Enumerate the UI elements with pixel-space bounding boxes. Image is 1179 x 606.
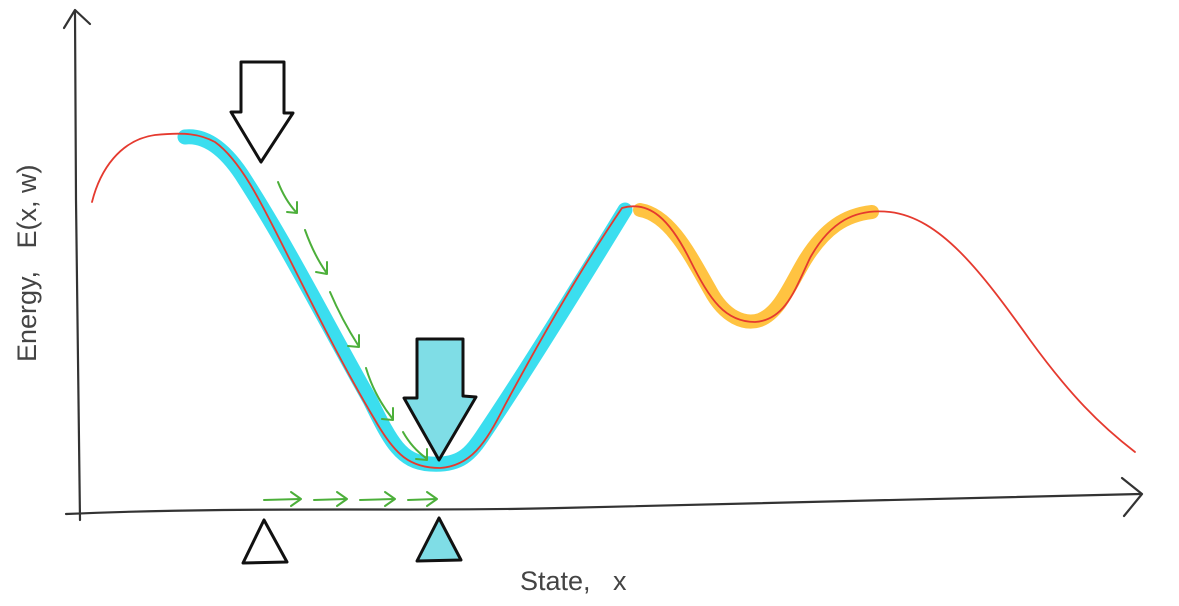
descent-path-arrows (277, 181, 428, 461)
local-basin-highlight (633, 203, 879, 329)
small-right-arrow-icon (313, 491, 348, 507)
small-right-arrow-icon (402, 431, 428, 461)
hollow-down-arrow-icon (229, 60, 295, 164)
small-right-arrow-icon (304, 229, 328, 275)
hollow-triangle-icon (241, 518, 289, 565)
small-right-arrow-icon (365, 367, 394, 421)
filled-triangle-icon (415, 516, 463, 563)
small-right-arrow-icon (263, 491, 302, 507)
global-basin-highlight (177, 129, 633, 472)
state-descent-arrows (263, 491, 438, 507)
filled-down-arrow-icon (402, 337, 478, 462)
small-right-arrow-icon (407, 491, 438, 507)
y-axis-label: Energy, E(x, w) (12, 164, 42, 362)
y-axis-arrowhead-icon (62, 8, 92, 30)
small-right-arrow-icon (277, 181, 298, 214)
x-axis (64, 492, 1142, 516)
energy-curve (91, 132, 1136, 469)
small-right-arrow-icon (329, 291, 360, 348)
x-axis-label: State, x (520, 566, 627, 596)
small-right-arrow-icon (359, 491, 396, 507)
y-axis (73, 10, 82, 522)
x-axis-arrowhead-icon (1120, 476, 1144, 518)
